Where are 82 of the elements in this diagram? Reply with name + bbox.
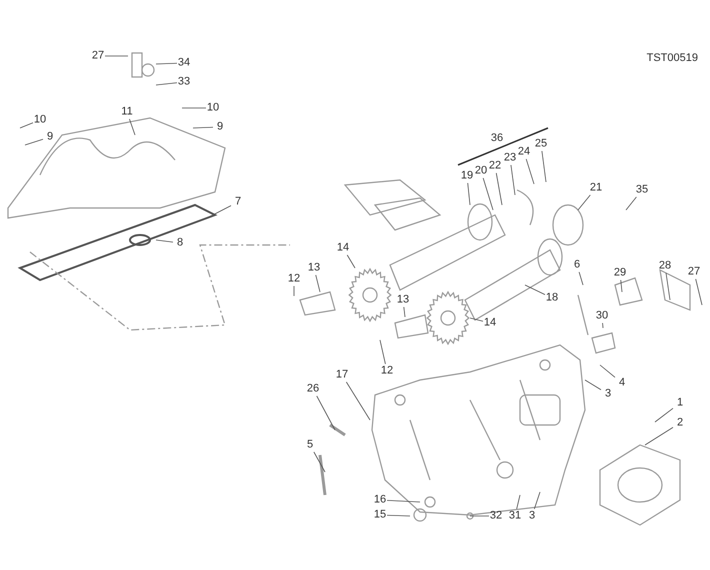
- leader-line: [386, 514, 410, 516]
- leader-line: [380, 340, 386, 364]
- callout-number: 21: [588, 182, 604, 194]
- callout-number: 5: [306, 438, 314, 452]
- callout-number: 27: [686, 266, 702, 278]
- callout-number: 28: [658, 260, 672, 272]
- leader-line: [666, 272, 670, 300]
- callout-number: 15: [372, 508, 388, 522]
- leader-line: [516, 494, 520, 510]
- callout-number: 3: [528, 510, 536, 522]
- leader-line: [403, 306, 406, 318]
- leader-line: [534, 492, 540, 510]
- leader-line: [496, 172, 502, 206]
- callout-number: 33: [176, 76, 192, 88]
- callout-number: 23: [502, 152, 518, 164]
- leader-line: [156, 240, 174, 243]
- drawing-code: TST00519: [646, 52, 698, 64]
- callout-number: 22: [488, 160, 502, 172]
- callout-number: 34: [176, 56, 192, 70]
- callout-number: 2: [676, 416, 684, 430]
- callout-number: 9: [46, 130, 54, 144]
- leader-line: [470, 318, 484, 322]
- leader-line: [654, 408, 674, 422]
- leader-line: [386, 500, 420, 502]
- callout-number: 31: [508, 510, 522, 522]
- leader-line: [156, 82, 178, 86]
- leader-line: [524, 284, 546, 296]
- leader-line: [482, 178, 494, 210]
- callout-number: 10: [32, 114, 48, 126]
- callout-number: 9: [216, 120, 224, 134]
- callout-number: 11: [120, 106, 134, 118]
- callout-number: 14: [336, 242, 350, 254]
- callout-number: 35: [634, 184, 650, 196]
- callout-number: 24: [516, 146, 532, 158]
- leader-line: [695, 278, 702, 306]
- callout-number: 36: [490, 132, 504, 144]
- callout-number: 3: [604, 388, 612, 400]
- callout-number: 27: [90, 50, 106, 62]
- leader-line: [542, 150, 546, 182]
- leader-line: [24, 138, 44, 146]
- leader-line: [578, 194, 591, 210]
- callout-number: 16: [372, 494, 388, 506]
- callout-number: 18: [544, 292, 560, 304]
- callout-number: 26: [306, 382, 320, 396]
- callout-number: 29: [612, 266, 628, 280]
- leader-line: [584, 380, 602, 390]
- callout-number: 19: [460, 170, 474, 182]
- leader-line: [129, 118, 136, 136]
- callout-number: 17: [334, 368, 350, 382]
- callout-number: 10: [206, 102, 220, 114]
- leader-line: [316, 396, 336, 430]
- leader-line: [20, 122, 34, 128]
- callout-number: 6: [572, 258, 582, 272]
- callout-number: 14: [482, 316, 498, 330]
- leader-line: [346, 254, 356, 268]
- leader-line: [192, 126, 214, 128]
- leader-line: [620, 280, 622, 292]
- callout-number: 1: [676, 396, 684, 410]
- leader-line: [626, 196, 637, 210]
- callout-number: 13: [396, 294, 410, 306]
- callout-number: 7: [234, 196, 242, 208]
- leader-line: [602, 322, 604, 328]
- callout-number: 13: [306, 262, 322, 274]
- callout-number: 20: [474, 164, 488, 178]
- leader-line: [156, 62, 178, 64]
- leader-line: [315, 274, 320, 292]
- leader-line: [510, 164, 516, 196]
- callout-number: 12: [286, 272, 302, 286]
- callout-number: 12: [380, 364, 394, 378]
- callout-number: 8: [176, 236, 184, 250]
- callout-number: 25: [534, 138, 548, 150]
- leader-line: [644, 427, 674, 446]
- leader-line: [206, 205, 232, 218]
- callout-number: 30: [594, 310, 610, 322]
- callout-number: 32: [488, 510, 504, 522]
- leader-line: [526, 158, 534, 184]
- leader-line: [600, 364, 616, 378]
- leader-line: [314, 452, 326, 472]
- leader-line: [467, 182, 470, 206]
- leader-line: [578, 272, 584, 286]
- leader-line: [346, 382, 370, 420]
- callout-number: 4: [618, 376, 626, 390]
